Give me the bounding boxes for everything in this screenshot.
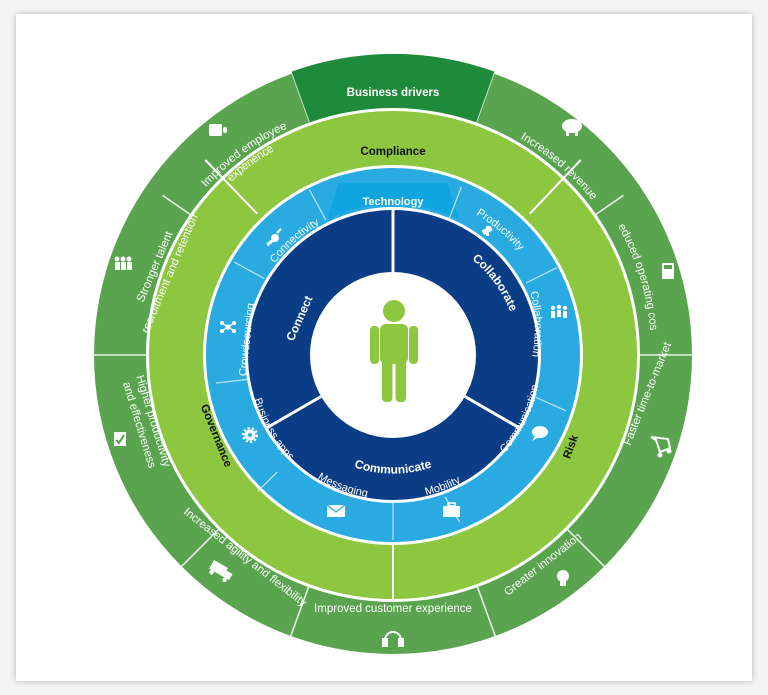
coffee-cup-icon [209,124,227,136]
person-icon [370,300,418,402]
technology-title: Technology [363,196,425,208]
business-drivers-title: Business drivers [347,87,440,99]
headset-icon [382,631,404,647]
shopping-cart-icon [650,436,672,458]
briefcase-icon [443,502,460,517]
driver-label-customer-experience: Improved customer experience [314,603,472,615]
piggy-bank-icon [562,119,582,136]
network-icon [219,320,237,334]
calculator-icon [662,263,674,279]
lime-ring-dividers [204,159,582,599]
team-icon [550,304,568,318]
gear-icon [241,427,258,444]
people-group-icon [114,256,132,270]
core-label-communicate: Communicate [353,457,433,477]
lightbulb-icon [557,570,569,586]
tools-icon [481,225,493,236]
plug-icon [266,228,282,247]
technology-tab [327,183,459,219]
business-drivers-tab: Business drivers [291,53,495,123]
checklist-icon [114,432,126,446]
chat-bubble-icon [532,426,548,441]
envelope-icon [326,504,346,517]
compliance-label: Compliance [360,146,425,158]
tech-label-collaboration: Collaboration [527,290,543,358]
truck-icon [209,559,233,583]
core-ring-dividers [266,210,520,429]
